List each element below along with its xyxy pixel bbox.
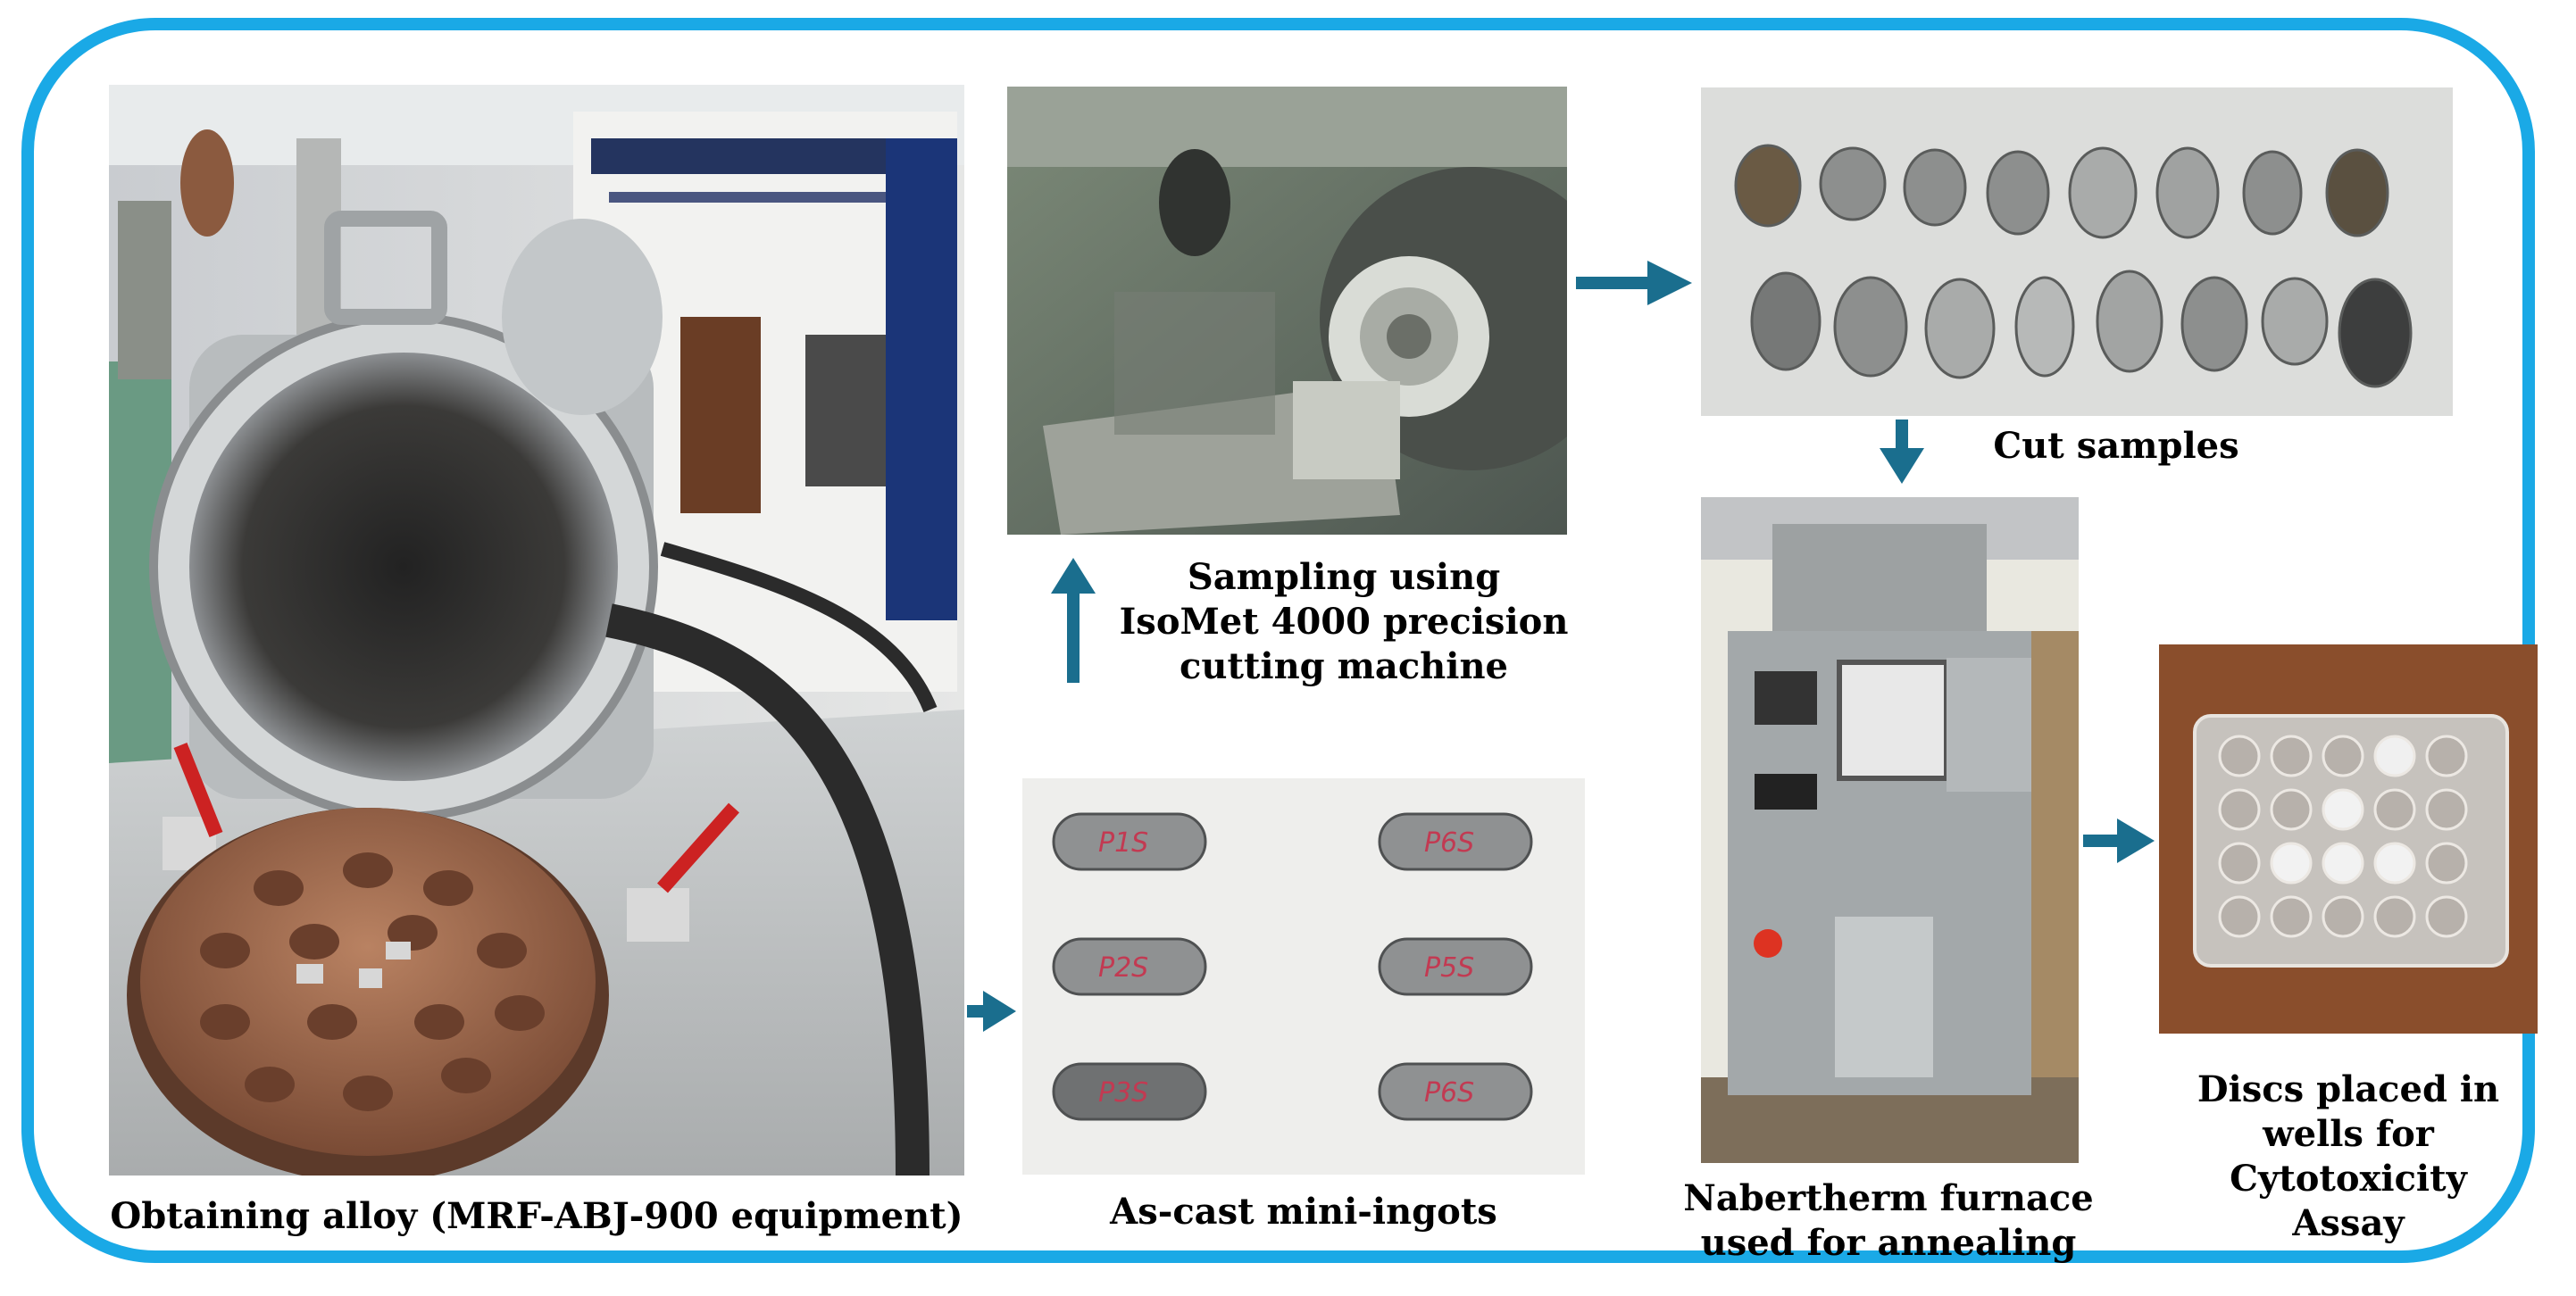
caption-discs-line3: Cytotoxicity	[2230, 1158, 2467, 1200]
caption-sampling-line3: cutting machine	[1180, 645, 1508, 687]
photo-furnace	[1701, 497, 2079, 1163]
photo-cut-samples	[1701, 87, 2453, 416]
caption-discs-line2: wells for	[2263, 1113, 2434, 1155]
photo-alloy-equipment	[109, 85, 964, 1176]
ingot-label-1: P1S	[1098, 827, 1148, 859]
arrow-right-to-cut-samples	[1576, 261, 1692, 305]
caption-discs-line1: Discs placed in	[2197, 1068, 2500, 1110]
caption-sampling-line1: Sampling using	[1187, 556, 1501, 598]
caption-mini-ingots: As-cast mini-ingots	[1110, 1191, 1497, 1233]
caption-sampling-line2: IsoMet 4000 precision	[1119, 601, 1569, 643]
caption-sampling: Sampling using IsoMet 4000 precision cut…	[1116, 555, 1571, 689]
photo-mini-ingots: P1S P6S P2S P5S P3S P6S	[1022, 778, 1585, 1175]
ingot-label-3: P2S	[1098, 952, 1148, 984]
caption-discs-line4: Assay	[2292, 1202, 2405, 1244]
photo-cutting-machine	[1007, 87, 1567, 535]
rounded-frame	[21, 18, 2535, 1263]
ingot-label-6: P6S	[1424, 1077, 1474, 1109]
caption-cut-samples: Cut samples	[1993, 425, 2239, 467]
arrow-right-to-well-plate	[2083, 818, 2155, 863]
caption-discs: Discs placed in wells for Cytotoxicity A…	[2152, 1068, 2545, 1246]
caption-furnace-line1: Nabertherm furnace	[1683, 1177, 2094, 1219]
caption-furnace: Nabertherm furnace used for annealing	[1679, 1176, 2098, 1266]
photo-well-plate	[2159, 644, 2538, 1034]
caption-furnace-line2: used for annealing	[1700, 1222, 2077, 1264]
ingot-label-5: P3S	[1098, 1077, 1148, 1109]
caption-obtaining-alloy: Obtaining alloy (MRF-ABJ-900 equipment)	[110, 1195, 963, 1237]
ingot-label-2: P6S	[1424, 827, 1474, 859]
arrow-up-to-cutting	[1051, 558, 1096, 683]
arrow-right-to-ingots	[967, 991, 1016, 1032]
ingot-label-4: P5S	[1424, 952, 1474, 984]
arrow-down-to-furnace	[1880, 420, 1924, 484]
